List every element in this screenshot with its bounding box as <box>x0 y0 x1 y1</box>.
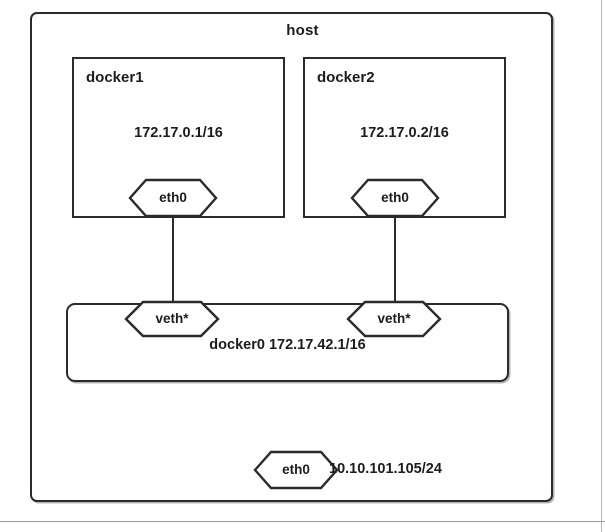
interface-hexagon-veth-right: veth* <box>346 300 442 338</box>
bridge-label-docker0: docker0 172.17.42.1/16 <box>209 337 366 353</box>
host-label: host <box>286 22 319 39</box>
host-eth0-ip-label: 10.10.101.105/24 <box>329 461 442 477</box>
interface-label-veth-left: veth* <box>155 311 189 327</box>
hexagon-shape-icon <box>253 450 339 490</box>
interface-label-docker1-eth0: eth0 <box>159 190 187 206</box>
hexagon-shape-icon <box>350 178 440 218</box>
hexagon-shape-icon <box>124 300 220 338</box>
container-ip-docker1: 172.17.0.1/16 <box>134 125 223 141</box>
hexagon-shape-icon <box>346 300 442 338</box>
container-ip-docker2: 172.17.0.2/16 <box>360 125 449 141</box>
container-name-docker2: docker2 <box>317 69 375 86</box>
page-edge-bottom <box>0 521 605 522</box>
interface-label-docker2-eth0: eth0 <box>381 190 409 206</box>
connector-docker2-to-bridge <box>394 218 396 304</box>
interface-hexagon-docker1-eth0: eth0 <box>128 178 218 218</box>
interface-label-veth-right: veth* <box>377 311 411 327</box>
interface-hexagon-docker2-eth0: eth0 <box>350 178 440 218</box>
interface-hexagon-host-eth0: eth0 <box>253 450 339 490</box>
connector-docker1-to-bridge <box>172 218 174 304</box>
page-edge-right <box>601 0 602 532</box>
hexagon-shape-icon <box>128 178 218 218</box>
interface-label-host-eth0: eth0 <box>282 462 310 478</box>
container-name-docker1: docker1 <box>86 69 144 86</box>
interface-hexagon-veth-left: veth* <box>124 300 220 338</box>
